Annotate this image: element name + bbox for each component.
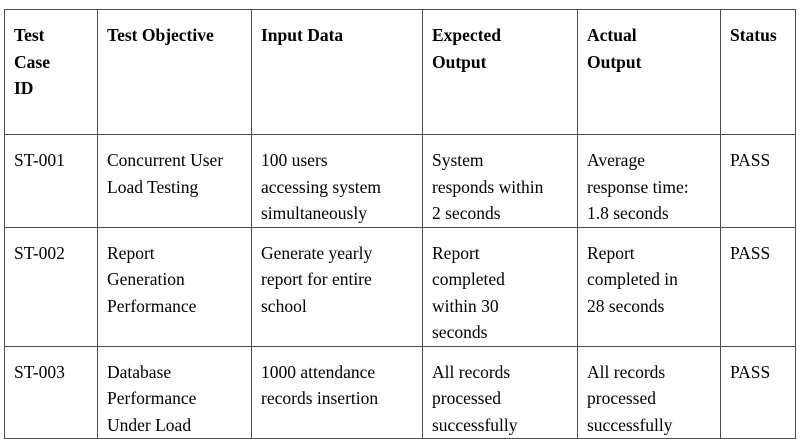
cell-input-data: 100 users accessing system simultaneousl… xyxy=(251,134,423,228)
cell-line: seconds xyxy=(432,322,488,342)
cell-line: 2 seconds xyxy=(432,203,501,223)
cell-line: Performance xyxy=(107,295,197,316)
cell-line: processed xyxy=(587,388,657,408)
cell-line: simultaneously xyxy=(261,203,367,223)
cell-line: report for entire xyxy=(261,269,372,289)
cell-line: records insertion xyxy=(261,388,379,408)
cell-line: Generate yearly xyxy=(261,242,373,263)
system-test-table: Test Case ID Test Objective Input Data E… xyxy=(4,9,796,439)
header-line: Case xyxy=(14,51,50,72)
header-line: Test xyxy=(14,25,45,45)
cell-line: ST-002 xyxy=(14,242,65,263)
cell-actual-output: Report completed in 28 seconds xyxy=(577,226,721,347)
cell-test-objective: Report Generation Performance xyxy=(97,226,252,347)
cell-line: response time: xyxy=(587,176,689,197)
cell-test-case-id: ST-001 xyxy=(4,134,98,228)
cell-line: PASS xyxy=(730,150,771,170)
header-line: Input Data xyxy=(261,25,344,45)
cell-line: Under Load xyxy=(107,414,192,435)
header-actual-output: Actual Output xyxy=(577,9,721,135)
table-row: ST-003 Database Performance Under Load 1… xyxy=(4,345,796,439)
cell-actual-output: Average response time: 1.8 seconds xyxy=(577,134,721,228)
cell-line: Average xyxy=(587,150,645,170)
header-status: Status xyxy=(720,9,796,135)
cell-line: PASS xyxy=(730,242,771,263)
cell-line: Concurrent User xyxy=(107,150,224,170)
cell-line: 1000 attendance xyxy=(261,361,376,382)
table-row: ST-001 Concurrent User Load Testing 100 … xyxy=(4,134,796,228)
cell-test-objective: Concurrent User Load Testing xyxy=(97,134,252,228)
cell-line: completed xyxy=(432,269,505,289)
cell-line: Generation xyxy=(107,269,185,289)
header-test-case-id: Test Case ID xyxy=(4,9,98,135)
cell-line: within 30 xyxy=(432,295,499,316)
header-line: Test Objective xyxy=(107,25,214,45)
cell-line: Report xyxy=(587,242,635,263)
cell-line: Report xyxy=(107,242,155,263)
cell-line: PASS xyxy=(730,361,771,382)
header-line: Expected xyxy=(432,25,502,45)
cell-status: PASS xyxy=(720,226,796,347)
cell-test-objective: Database Performance Under Load xyxy=(97,345,252,439)
header-line: ID xyxy=(14,78,34,98)
table-row: ST-002 Report Generation Performance Gen… xyxy=(4,226,796,347)
cell-line: school xyxy=(261,295,307,316)
cell-input-data: 1000 attendance records insertion xyxy=(251,345,423,439)
header-test-objective: Test Objective xyxy=(97,9,252,135)
cell-expected-output: Report completed within 30 seconds xyxy=(422,226,578,347)
cell-line: responds within xyxy=(432,176,544,197)
cell-status: PASS xyxy=(720,345,796,439)
cell-line: successfully xyxy=(432,414,518,435)
cell-input-data: Generate yearly report for entire school xyxy=(251,226,423,347)
cell-line: accessing system xyxy=(261,176,382,197)
header-line: Output xyxy=(432,51,487,72)
cell-line: All records xyxy=(587,361,666,382)
cell-line: Performance xyxy=(107,388,197,408)
cell-line: Report xyxy=(432,242,480,263)
header-line: Output xyxy=(587,51,642,72)
cell-line: completed in xyxy=(587,269,678,289)
cell-expected-output: System responds within 2 seconds xyxy=(422,134,578,228)
cell-line: All records xyxy=(432,361,511,382)
cell-line: System xyxy=(432,150,484,170)
cell-test-case-id: ST-003 xyxy=(4,345,98,439)
cell-line: Load Testing xyxy=(107,176,199,197)
cell-line: 1.8 seconds xyxy=(587,203,669,223)
header-expected-output: Expected Output xyxy=(422,9,578,135)
cell-expected-output: All records processed successfully xyxy=(422,345,578,439)
cell-actual-output: All records processed successfully xyxy=(577,345,721,439)
cell-line: successfully xyxy=(587,414,673,435)
table-header-row: Test Case ID Test Objective Input Data E… xyxy=(4,9,796,135)
cell-line: 100 users xyxy=(261,150,328,170)
cell-line: ST-003 xyxy=(14,361,65,382)
cell-line: processed xyxy=(432,388,502,408)
header-input-data: Input Data xyxy=(251,9,423,135)
cell-test-case-id: ST-002 xyxy=(4,226,98,347)
header-line: Actual xyxy=(587,25,637,45)
cell-line: ST-001 xyxy=(14,150,65,170)
cell-status: PASS xyxy=(720,134,796,228)
header-line: Status xyxy=(730,25,777,45)
cell-line: Database xyxy=(107,361,172,382)
cell-line: 28 seconds xyxy=(587,295,665,316)
